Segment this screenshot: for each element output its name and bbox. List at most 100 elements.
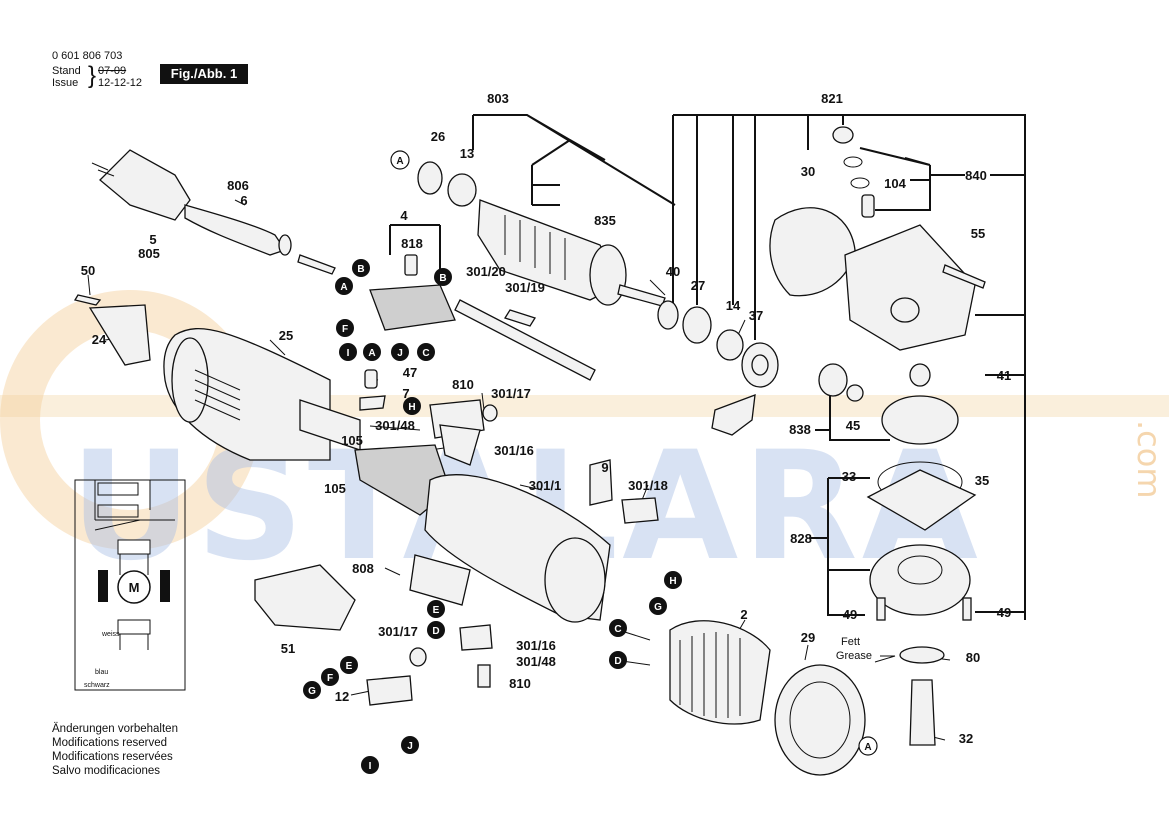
callout-32: 32 xyxy=(959,731,973,746)
issue-label: Issue xyxy=(52,77,79,89)
front-housing-and-stator xyxy=(409,459,866,776)
callout-805: 805 xyxy=(138,246,160,261)
marker-C-switch: C xyxy=(417,343,435,361)
svg-text:I: I xyxy=(347,348,350,359)
svg-text:J: J xyxy=(407,741,413,752)
callout-840: 840 xyxy=(965,168,987,183)
note-fr: Modifications reservées xyxy=(52,751,173,763)
callout-5: 5 xyxy=(149,232,156,247)
callout-35: 35 xyxy=(975,473,989,488)
svg-text:E: E xyxy=(346,661,353,672)
callout-301-18: 301/18 xyxy=(628,478,668,493)
wire-weiss-label: weiss xyxy=(101,631,120,638)
note-de: Änderungen vorbehalten xyxy=(52,723,178,735)
svg-text:F: F xyxy=(327,673,333,684)
callout-4: 4 xyxy=(400,208,408,223)
svg-text:B: B xyxy=(439,273,446,284)
svg-text:D: D xyxy=(432,626,439,637)
marker-H-stator: H xyxy=(664,571,682,589)
modifications-notes: Änderungen vorbehalten Modifications res… xyxy=(52,722,178,778)
svg-text:D: D xyxy=(614,656,621,667)
svg-text:H: H xyxy=(408,402,415,413)
svg-text:A: A xyxy=(368,348,375,359)
motor-symbol-label: M xyxy=(129,580,140,595)
callout-808: 808 xyxy=(352,561,374,576)
callout-41: 41 xyxy=(997,368,1011,383)
callout-50: 50 xyxy=(81,263,95,278)
marker-D-lower: D xyxy=(427,621,445,639)
note-en: Modifications reserved xyxy=(52,737,168,749)
callout-301-17-lower: 301/17 xyxy=(378,624,418,639)
callout-numbers: 803 821 26 13 806 6 5 805 4 818 835 30 1… xyxy=(81,91,1011,746)
callout-25: 25 xyxy=(279,328,293,343)
marker-A-outline-lower: A xyxy=(858,736,878,756)
stand-value: 07-09 xyxy=(98,65,127,77)
marker-I-switch: I xyxy=(339,343,357,361)
svg-text:G: G xyxy=(654,602,662,613)
callout-301-16-upper: 301/16 xyxy=(494,443,534,458)
callout-30: 30 xyxy=(801,164,815,179)
callout-301-48-lower: 301/48 xyxy=(516,654,556,669)
marker-E-51: E xyxy=(340,656,358,674)
callout-806: 806 xyxy=(227,178,249,193)
svg-text:C: C xyxy=(422,348,429,359)
stand-label: Stand xyxy=(52,65,81,77)
mains-plug-and-cable xyxy=(91,149,336,275)
svg-text:C: C xyxy=(614,624,621,635)
marker-A-cable: A xyxy=(335,277,353,295)
callout-6: 6 xyxy=(240,193,247,208)
callout-105-upper: 105 xyxy=(341,433,363,448)
callout-810-upper: 810 xyxy=(452,377,474,392)
marker-F-51: F xyxy=(321,668,339,686)
svg-text:G: G xyxy=(308,686,316,697)
marker-H-upper: H xyxy=(403,397,421,415)
svg-text:A: A xyxy=(340,282,347,293)
figure-label: Fig./Abb. 1 xyxy=(160,64,248,84)
marker-C-stator: C xyxy=(609,619,627,637)
marker-I-12: I xyxy=(361,756,379,774)
callout-49-left: 49 xyxy=(843,607,857,622)
marker-A-switch: A xyxy=(363,343,381,361)
callout-33: 33 xyxy=(842,469,856,484)
callout-810-lower: 810 xyxy=(509,676,531,691)
callout-105-lower: 105 xyxy=(324,481,346,496)
callout-104: 104 xyxy=(884,176,906,191)
marker-J-12: J xyxy=(401,736,419,754)
wire-schwarz-label: schwarz xyxy=(84,682,110,689)
svg-text:H: H xyxy=(669,576,676,587)
marker-D-stator: D xyxy=(609,651,627,669)
marker-E-lower: E xyxy=(427,600,445,618)
grease-label-de: Fett xyxy=(841,636,860,648)
callout-301-20: 301/20 xyxy=(466,264,506,279)
callout-803: 803 xyxy=(487,91,509,106)
callout-301-17-upper: 301/17 xyxy=(491,386,531,401)
svg-text:F: F xyxy=(342,324,348,335)
svg-text:A: A xyxy=(864,742,871,753)
svg-text:E: E xyxy=(433,605,440,616)
marker-A-outline-upper: A xyxy=(390,150,410,170)
callout-37: 37 xyxy=(749,308,763,323)
svg-text:A: A xyxy=(396,156,403,167)
note-es: Salvo modificaciones xyxy=(52,765,161,777)
marker-B-cable: B xyxy=(352,259,370,277)
callout-49-right: 49 xyxy=(997,605,1011,620)
callout-24: 24 xyxy=(92,332,107,347)
callout-821: 821 xyxy=(821,91,843,106)
callout-29: 29 xyxy=(801,630,815,645)
motor-housing xyxy=(73,294,361,461)
marker-G-stator: G xyxy=(649,597,667,615)
armature xyxy=(417,161,666,307)
callout-301-1: 301/1 xyxy=(529,478,562,493)
callout-835: 835 xyxy=(594,213,616,228)
callout-40: 40 xyxy=(666,264,680,279)
callout-12: 12 xyxy=(335,689,349,704)
bearings-and-rings xyxy=(657,300,779,436)
callout-45: 45 xyxy=(846,418,860,433)
callout-301-19: 301/19 xyxy=(505,280,545,295)
marker-B-switch: B xyxy=(434,268,452,286)
callout-2: 2 xyxy=(740,607,747,622)
callout-838: 838 xyxy=(789,422,811,437)
issue-value: 12-12-12 xyxy=(98,77,143,89)
